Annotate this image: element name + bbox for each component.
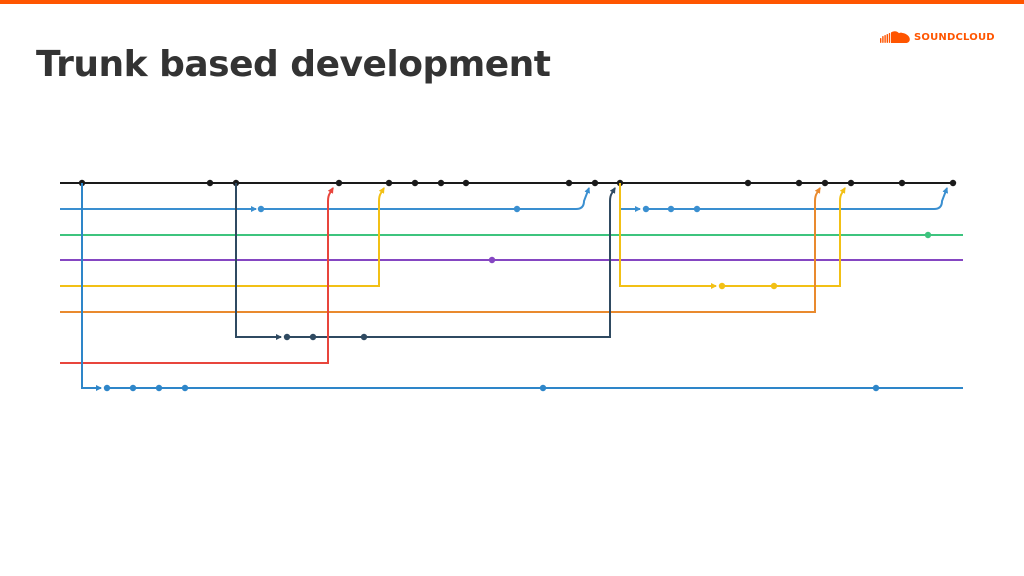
commit-dot bbox=[462, 179, 470, 187]
slide-title: Trunk based development bbox=[36, 44, 551, 85]
lane-blue bbox=[60, 183, 949, 213]
commit-dot bbox=[949, 179, 957, 187]
commit-dot bbox=[872, 384, 880, 392]
commit-dot bbox=[411, 179, 419, 187]
logo-text: SOUNDCLOUD bbox=[914, 31, 995, 43]
commit-dot bbox=[770, 282, 778, 290]
trunk-commits bbox=[78, 179, 957, 187]
commit-dot bbox=[565, 179, 573, 187]
commit-dot bbox=[257, 205, 265, 213]
branch-line bbox=[722, 187, 846, 287]
branch-off-connector bbox=[235, 183, 257, 212]
commit-dot bbox=[181, 384, 189, 392]
branch-off-connector bbox=[619, 183, 641, 212]
commit-dot bbox=[642, 205, 650, 213]
commit-dot bbox=[718, 282, 726, 290]
commit-dot bbox=[309, 333, 317, 341]
lane-orange bbox=[60, 187, 821, 313]
lane-blue2 bbox=[81, 183, 963, 392]
lane-dark bbox=[235, 183, 616, 341]
commit-dot bbox=[155, 384, 163, 392]
commit-dot bbox=[437, 179, 445, 187]
commit-dot bbox=[693, 205, 701, 213]
lane-trunk bbox=[60, 179, 957, 187]
soundcloud-logo: SOUNDCLOUD bbox=[880, 29, 995, 45]
branch-line bbox=[60, 187, 334, 364]
branch-off-connector bbox=[81, 183, 102, 391]
commit-dot bbox=[924, 231, 932, 239]
top-accent-bar bbox=[0, 0, 1024, 4]
commit-dot bbox=[360, 333, 368, 341]
branch-line bbox=[60, 187, 821, 313]
branch-line bbox=[645, 187, 949, 210]
commit-dot bbox=[335, 179, 343, 187]
commit-dot bbox=[103, 384, 111, 392]
lane-green bbox=[60, 231, 963, 239]
commit-dot bbox=[385, 179, 393, 187]
commit-dot bbox=[129, 384, 137, 392]
commit-dot bbox=[206, 179, 214, 187]
branch-line bbox=[261, 187, 591, 210]
commit-dot bbox=[847, 179, 855, 187]
commit-dot bbox=[591, 179, 599, 187]
branch-line bbox=[60, 187, 385, 287]
lane-red bbox=[60, 187, 334, 364]
commit-dot bbox=[795, 179, 803, 187]
commit-dot bbox=[898, 179, 906, 187]
branch-off-connector bbox=[235, 183, 282, 340]
lane-yellow bbox=[60, 183, 846, 290]
branch-line bbox=[287, 187, 616, 338]
commit-dot bbox=[667, 205, 675, 213]
branch-off-connector bbox=[619, 183, 717, 289]
lane-purple bbox=[60, 256, 963, 264]
commit-dot bbox=[539, 384, 547, 392]
commit-dot bbox=[488, 256, 496, 264]
commit-dot bbox=[513, 205, 521, 213]
commit-dot bbox=[283, 333, 291, 341]
soundcloud-cloud-icon bbox=[880, 31, 910, 43]
commit-dot bbox=[744, 179, 752, 187]
commit-dot bbox=[821, 179, 829, 187]
